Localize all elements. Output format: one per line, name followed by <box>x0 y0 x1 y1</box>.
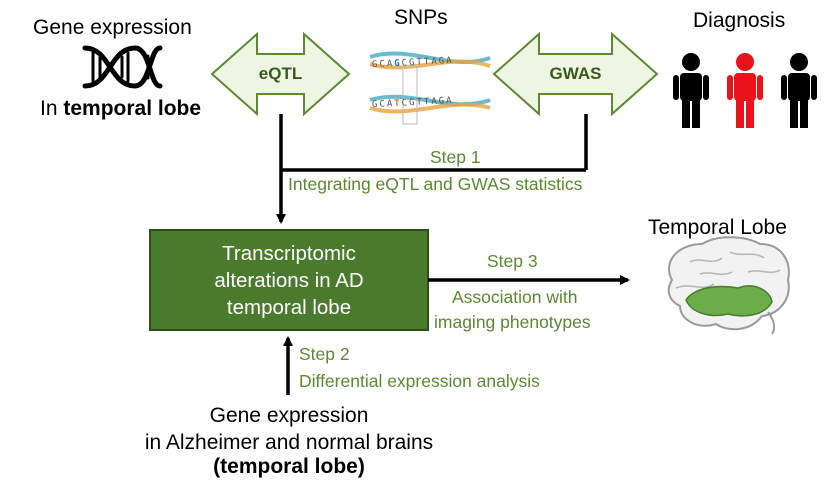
person-icon <box>673 53 709 128</box>
person-icon-affected <box>727 53 763 128</box>
step2-description: Differential expression analysis <box>299 371 540 391</box>
gene-expression-top-title: Gene expression <box>33 16 192 39</box>
step1-connector <box>276 114 588 224</box>
gene-expression-top-bold: temporal lobe <box>63 97 202 120</box>
step1-description: Integrating eQTL and GWAS statistics <box>288 174 583 194</box>
gene-expression-top-prefix: In <box>40 97 64 120</box>
step3-line1: Association with <box>452 287 578 307</box>
center-box-text: Transcriptomic alterations in AD tempora… <box>150 230 428 330</box>
temporal-lobe-title: Temporal Lobe <box>648 216 787 239</box>
gene-expression-top-subtitle: In temporal lobe <box>40 97 201 121</box>
diagnosis-title: Diagnosis <box>693 9 786 32</box>
snps-title: SNPs <box>394 6 448 29</box>
gwas-label: GWAS <box>549 64 602 83</box>
center-box <box>149 229 429 331</box>
step3-line2: imaging phenotypes <box>434 312 591 332</box>
brain-icon <box>667 236 790 335</box>
center-box-line1: Transcriptomic <box>222 241 356 265</box>
eqtl-label: eQTL <box>258 64 303 83</box>
gene-expression-bottom-line2: in Alzheimer and normal brains <box>144 431 434 454</box>
eqtl-double-arrow <box>210 31 351 117</box>
gene-expression-bottom-line1: Gene expression <box>209 404 369 427</box>
step2-title: Step 2 <box>299 344 350 364</box>
person-icon <box>781 53 817 128</box>
dna-helix-icon <box>82 45 163 89</box>
center-box-line3: temporal lobe <box>226 295 352 319</box>
step3-title: Step 3 <box>487 251 538 271</box>
center-box-line2: alterations in AD <box>214 268 364 292</box>
gene-expression-bottom-line3: (temporal lobe) <box>213 455 365 478</box>
step1-title: Step 1 <box>430 147 481 167</box>
snp-sequence-graphic <box>369 51 491 125</box>
gwas-double-arrow <box>492 31 659 117</box>
